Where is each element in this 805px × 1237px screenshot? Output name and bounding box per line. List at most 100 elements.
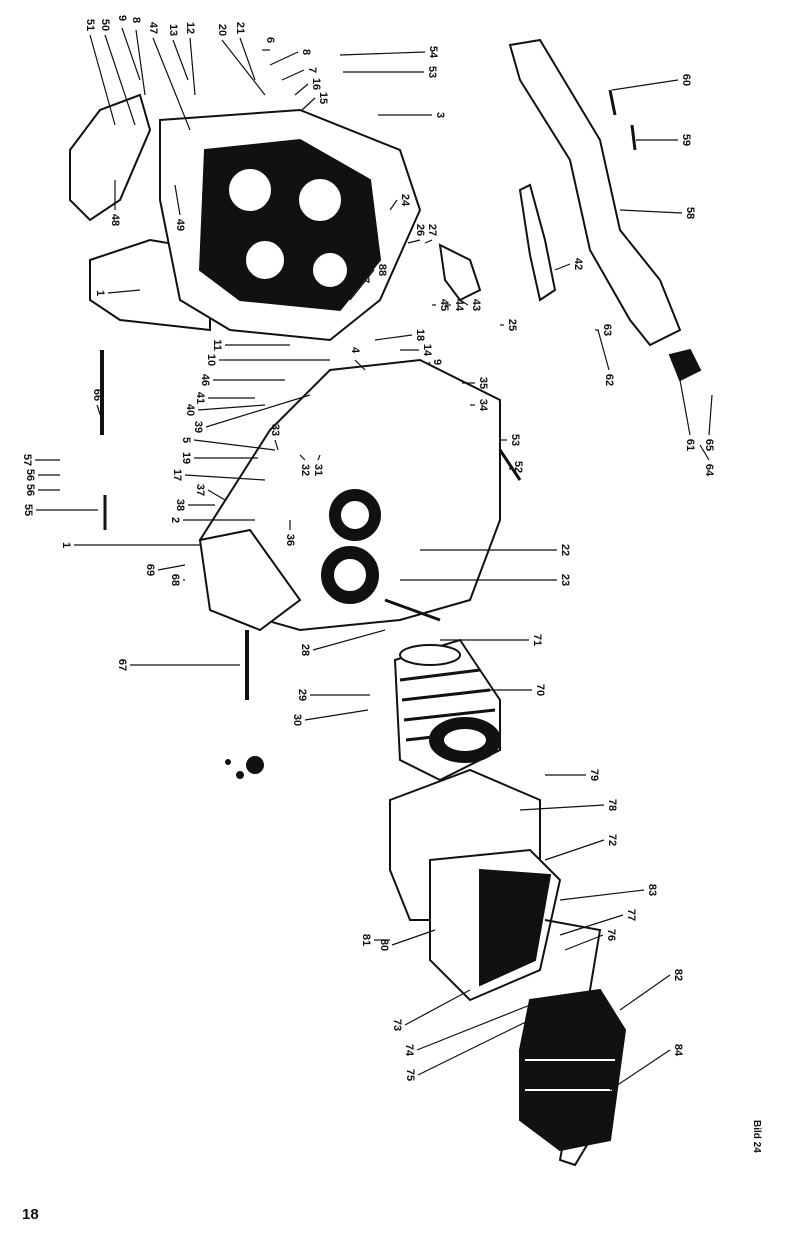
leader-line <box>172 39 189 81</box>
part-label: 16 <box>310 78 322 90</box>
leader-line <box>699 444 710 461</box>
part-label: 88 <box>376 264 388 276</box>
leader-line <box>597 329 610 371</box>
part-label: 37 <box>194 484 206 496</box>
part-label: 24 <box>399 194 411 207</box>
part-label: 15 <box>317 92 329 104</box>
part-label: 58 <box>684 207 696 219</box>
part-label: 50 <box>99 19 111 31</box>
part-label: 81 <box>360 934 372 946</box>
page-number: 18 <box>22 1206 39 1223</box>
part-label: 7 <box>306 67 318 73</box>
leader-line <box>221 39 266 96</box>
leader-line <box>269 51 299 66</box>
leader-line <box>152 37 191 131</box>
part-label: 62 <box>603 374 615 386</box>
leader-line <box>554 263 571 271</box>
part-label: 1 <box>60 542 72 548</box>
part-label: 39 <box>192 421 204 433</box>
part-label: 9 <box>431 359 443 365</box>
engine-parts <box>69 38 702 1167</box>
part-label: 41 <box>194 392 206 404</box>
part-label: 72 <box>606 834 618 846</box>
part-label: 8 <box>300 49 312 55</box>
part-label: 28 <box>299 644 311 656</box>
leader-line <box>416 1004 531 1051</box>
part-label: 29 <box>296 689 308 701</box>
leader-line <box>459 299 469 306</box>
leader-line <box>184 474 266 481</box>
part-label: 14 <box>421 344 433 357</box>
part-label: 75 <box>404 1069 416 1081</box>
part-label: 5 <box>180 437 192 443</box>
leader-line <box>301 97 316 111</box>
part-label: 17 <box>171 469 183 481</box>
part-label: 53 <box>426 66 438 78</box>
part-label: 48 <box>109 214 121 226</box>
part-label: 27 <box>426 224 438 236</box>
part-label: 56 <box>24 469 36 481</box>
part-label: 1 <box>94 290 106 296</box>
leader-line <box>374 334 413 341</box>
part-label: 12 <box>184 22 196 34</box>
part-label: 61 <box>684 439 696 451</box>
leader-line <box>404 989 471 1026</box>
leader-line <box>96 404 103 421</box>
part-label: 20 <box>216 24 228 36</box>
part-label: 63 <box>601 324 613 336</box>
part-label: 26 <box>414 224 426 236</box>
leader-line <box>299 454 306 461</box>
leader-line <box>89 34 116 126</box>
part-label: 3 <box>434 112 446 118</box>
part-label: 43 <box>470 299 482 311</box>
part-label: 23 <box>559 574 571 586</box>
part-label: 11 <box>211 339 223 351</box>
head-dark <box>479 868 552 987</box>
leader-line <box>559 889 645 901</box>
leader-line <box>428 361 431 366</box>
part-label: 6 <box>264 37 276 43</box>
part-label: 21 <box>234 22 246 34</box>
part-label: 32 <box>299 464 311 476</box>
part-label: 47 <box>147 22 159 34</box>
part-label: 22 <box>559 544 571 556</box>
leader-line <box>417 1014 541 1076</box>
leader-line <box>679 379 691 436</box>
shroud-upper <box>69 93 152 222</box>
part-label: 66 <box>91 389 103 401</box>
leader-line <box>157 564 186 571</box>
part-label: 10 <box>205 354 217 366</box>
leader-line <box>205 394 311 428</box>
part-label: 30 <box>291 714 303 726</box>
part-label: 79 <box>588 769 600 781</box>
engine-bracket <box>508 38 682 347</box>
part-label: 83 <box>646 884 658 896</box>
part-label: 31 <box>312 464 324 476</box>
part-label: 19 <box>180 452 192 464</box>
clip-part <box>438 243 482 302</box>
shroud-lower <box>198 528 302 632</box>
leader-line <box>197 404 266 411</box>
leader-line <box>239 37 256 81</box>
part-label: 35 <box>477 377 489 389</box>
part-label: 76 <box>605 929 617 941</box>
part-label: 71 <box>531 634 543 646</box>
part-label: 68 <box>169 574 181 586</box>
part-label: 69 <box>144 564 156 576</box>
lever <box>518 183 557 302</box>
part-label: 60 <box>680 74 692 86</box>
leader-line <box>281 69 305 81</box>
leader-line <box>424 239 433 244</box>
leader-line <box>174 184 181 216</box>
part-label: 38 <box>174 499 186 511</box>
leader-line <box>349 271 366 281</box>
part-label: 25 <box>506 319 518 331</box>
part-label: 51 <box>84 19 96 31</box>
leader-lines <box>35 27 713 1091</box>
part-label: 82 <box>672 969 684 981</box>
part-label: 34 <box>477 399 489 412</box>
leader-line <box>104 34 136 126</box>
leader-line <box>317 454 321 461</box>
